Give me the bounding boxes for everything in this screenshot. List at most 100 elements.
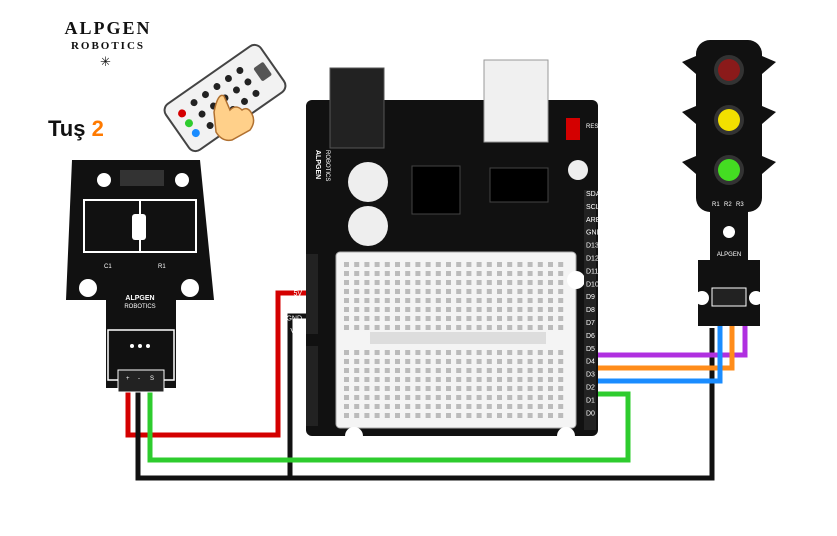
- breadboard-holes: [344, 262, 564, 418]
- breadboard-hole: [446, 289, 451, 294]
- breadboard-hole: [497, 289, 502, 294]
- breadboard-hole: [374, 395, 380, 400]
- breadboard-hole: [415, 350, 421, 355]
- breadboard-hole: [497, 262, 502, 267]
- breadboard-hole: [354, 262, 360, 267]
- breadboard-hole: [425, 350, 431, 355]
- board-analog-pin-a5: A5: [293, 417, 302, 424]
- breadboard-hole: [405, 368, 411, 373]
- breadboard-hole: [405, 307, 411, 312]
- breadboard-hole: [425, 325, 431, 330]
- breadboard-hole: [466, 298, 472, 303]
- breadboard-hole: [456, 307, 462, 312]
- board-digital-pin-d0: D0: [586, 410, 595, 417]
- breadboard-hole: [558, 271, 564, 276]
- breadboard-hole: [476, 359, 482, 364]
- breadboard-hole: [456, 368, 462, 373]
- breadboard-hole: [374, 316, 380, 321]
- ir-pin-minus: -: [138, 376, 140, 382]
- breadboard-hole: [374, 404, 380, 409]
- breadboard-hole: [527, 280, 533, 285]
- breadboard-hole: [548, 325, 553, 330]
- breadboard-hole: [415, 316, 421, 321]
- breadboard-hole: [425, 404, 431, 409]
- breadboard-hole: [384, 271, 390, 276]
- breadboard-hole: [507, 413, 513, 418]
- breadboard-hole: [558, 316, 564, 321]
- breadboard-hole: [435, 350, 441, 355]
- breadboard-hole: [537, 289, 543, 294]
- breadboard-hole: [395, 316, 400, 321]
- breadboard-hole: [507, 386, 513, 391]
- ir-pin-s: S: [150, 376, 154, 382]
- breadboard-hole: [517, 350, 523, 355]
- breadboard-hole: [558, 280, 564, 285]
- breadboard-hole: [558, 350, 564, 355]
- board-digital-pin-d1: D1: [586, 397, 595, 404]
- breadboard-hole: [405, 413, 411, 418]
- breadboard-hole: [476, 316, 482, 321]
- breadboard-hole: [395, 271, 400, 276]
- breadboard-hole: [456, 298, 462, 303]
- red-wire: [125, 290, 310, 438]
- breadboard-hole: [364, 298, 370, 303]
- breadboard-hole: [415, 289, 421, 294]
- breadboard-hole: [446, 298, 451, 303]
- breadboard-hole: [435, 404, 441, 409]
- breadboard-hole: [507, 395, 513, 400]
- board-pin-5v: 5V: [293, 253, 302, 260]
- breadboard-hole: [435, 271, 441, 276]
- board-digital-pin-scl: SCL: [586, 204, 600, 211]
- breadboard-hole: [425, 316, 431, 321]
- breadboard-hole: [354, 359, 360, 364]
- breadboard-hole: [364, 350, 370, 355]
- arduino-board: RESET ALPGEN ROBOTICS 5VRES3.3V5VGNDGNDV…: [286, 59, 606, 445]
- breadboard-hole: [384, 386, 390, 391]
- board-pin-33v: 3.3V: [288, 278, 303, 285]
- breadboard-hole: [507, 271, 513, 276]
- breadboard-hole: [476, 377, 482, 382]
- breadboard-hole: [466, 413, 472, 418]
- breadboard-hole: [517, 289, 523, 294]
- breadboard-hole: [415, 395, 421, 400]
- breadboard-hole: [456, 404, 462, 409]
- breadboard-hole: [548, 307, 553, 312]
- breadboard-hole: [354, 298, 360, 303]
- breadboard-hole: [517, 386, 523, 391]
- breadboard-hole: [354, 307, 360, 312]
- breadboard-hole: [405, 325, 411, 330]
- board-digital-pin-d5: D5: [586, 346, 595, 353]
- ir-pin-plus: +: [126, 376, 130, 382]
- traffic-light-module: R1 R2 R3 ALPGEN: [682, 40, 776, 326]
- breadboard-hole: [527, 316, 533, 321]
- breadboard-hole: [486, 359, 492, 364]
- breadboard-hole: [517, 359, 523, 364]
- board-brand: ALPGEN: [314, 150, 321, 179]
- breadboard-hole: [466, 280, 472, 285]
- breadboard-hole: [558, 386, 564, 391]
- breadboard-hole: [374, 377, 380, 382]
- breadboard-hole: [456, 325, 462, 330]
- breadboard-hole: [517, 395, 523, 400]
- breadboard-hole: [517, 368, 523, 373]
- breadboard-hole: [497, 350, 502, 355]
- breadboard-hole: [486, 298, 492, 303]
- breadboard-hole: [354, 325, 360, 330]
- board-digital-pin-d10: D10: [586, 281, 599, 288]
- breadboard-hole: [476, 368, 482, 373]
- breadboard-hole: [425, 280, 431, 285]
- breadboard-hole: [354, 368, 360, 373]
- breadboard-hole: [466, 350, 472, 355]
- breadboard-hole: [415, 386, 421, 391]
- breadboard-hole: [537, 316, 543, 321]
- board-digital-pin-d9: D9: [586, 294, 595, 301]
- breadboard-hole: [395, 325, 400, 330]
- breadboard-hole: [395, 289, 400, 294]
- breadboard-hole: [344, 280, 349, 285]
- breadboard-hole: [537, 271, 543, 276]
- breadboard-hole: [435, 298, 441, 303]
- breadboard-hole: [364, 386, 370, 391]
- board-analog-pin-a0: A0: [293, 353, 302, 360]
- board-digital-pin-d7: D7: [586, 320, 595, 327]
- breadboard-hole: [405, 280, 411, 285]
